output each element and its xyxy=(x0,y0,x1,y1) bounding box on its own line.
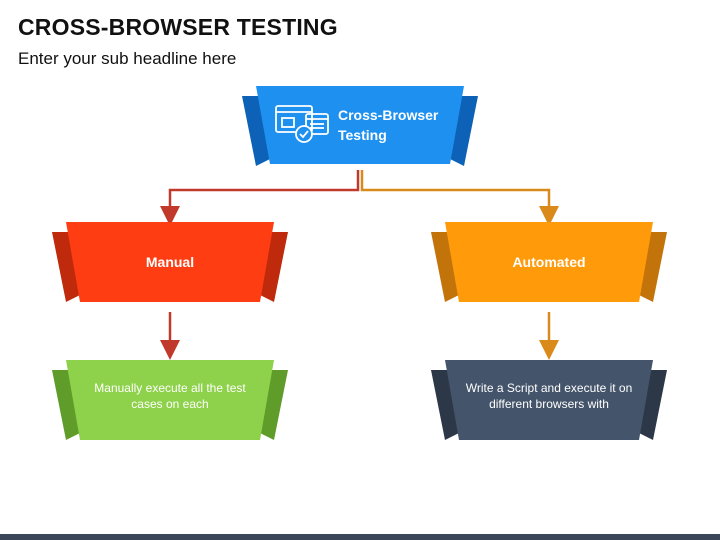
manual-detail-node-shape xyxy=(52,360,288,440)
automated-node-shape xyxy=(431,222,667,302)
automated-detail-node-shape xyxy=(431,360,667,440)
page-subtitle: Enter your sub headline here xyxy=(18,49,237,68)
connector-root-to-manual xyxy=(160,170,360,226)
manual-node-shape xyxy=(52,222,288,302)
automated-node-label: Automated xyxy=(512,254,586,270)
automated-detail-node: Write a Script and execute it on differe… xyxy=(431,360,667,446)
bottom-bar xyxy=(0,534,720,540)
automated-detail-node-label: Write a Script and execute it on differe… xyxy=(465,381,633,411)
root-node-label: Cross-Browser Testing xyxy=(338,107,439,143)
manual-detail-node-label: Manually execute all the test cases on e… xyxy=(94,381,246,411)
manual-node: Manual xyxy=(52,222,288,308)
page-title: CROSS-BROWSER TESTING xyxy=(18,14,338,40)
connector-root-to-automated xyxy=(360,170,559,226)
root-node: Cross-Browser Testing xyxy=(242,86,478,172)
manual-node-label: Manual xyxy=(145,254,195,270)
manual-detail-node: Manually execute all the test cases on e… xyxy=(52,360,288,446)
automated-node: Automated xyxy=(431,222,667,308)
